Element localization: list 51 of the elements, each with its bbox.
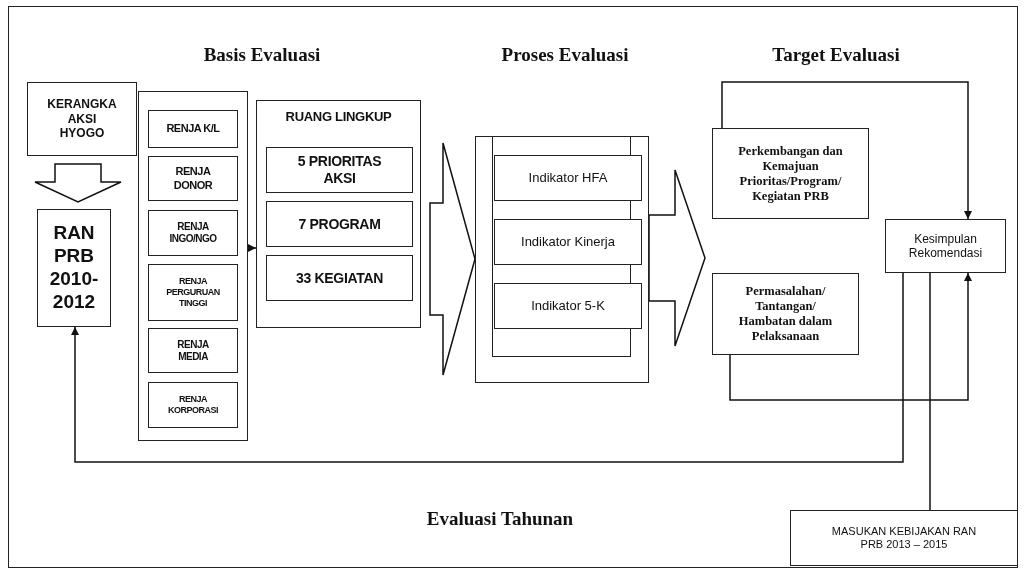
section-heading: Target Evaluasi (772, 44, 900, 66)
process-box (148, 210, 238, 256)
process-box (494, 219, 642, 265)
box-label: Kesimpulan Rekomendasi (907, 231, 984, 261)
box-label: RUANG LINGKUP (285, 109, 392, 125)
connector-arrow (729, 272, 972, 401)
process-box (27, 82, 137, 156)
process-box (790, 510, 1018, 566)
connector-arrow (721, 81, 972, 220)
process-box (37, 209, 111, 327)
section-heading: Basis Evaluasi (203, 44, 321, 66)
process-box (712, 273, 859, 355)
group-box (256, 100, 421, 328)
process-box (712, 128, 869, 219)
box-label: RENJA INGO/NGO (168, 221, 218, 245)
process-box (148, 264, 238, 321)
box-label: 33 KEGIATAN (295, 269, 384, 287)
section-heading: Evaluasi Tahunan (426, 508, 574, 530)
process-box (148, 156, 238, 201)
box-label: Indikator Kinerja (521, 234, 615, 250)
block-arrow (34, 163, 122, 203)
process-box (494, 155, 642, 201)
box-label: 7 PROGRAM (298, 215, 381, 233)
box-label: RAN PRB 2010-2012 (48, 222, 100, 314)
block-arrow (648, 169, 706, 347)
box-label: MASUKAN KEBIJAKAN RAN PRB 2013 – 2015 (831, 524, 977, 552)
box-label: RENJA KORPORASI (168, 394, 218, 416)
process-box (148, 328, 238, 373)
box-label: RENJA DONOR (172, 165, 214, 192)
box-label: Permasalahan/ Tantangan/ Hambatan dalam Pelaksanaan (737, 284, 834, 344)
group-box (475, 136, 649, 383)
box-label: RENJA PERGURUAN TINGGI (165, 276, 221, 309)
block-arrow (429, 142, 476, 376)
process-box (885, 219, 1006, 273)
box-label: Perkembangan dan Kemajuan Prioritas/Program/ Kegiatan PRB (737, 143, 844, 204)
process-box (266, 147, 413, 193)
process-box (494, 283, 642, 329)
box-label: Indikator 5-K (531, 298, 605, 314)
process-box (266, 255, 413, 301)
box-label: Indikator HFA (528, 170, 608, 186)
group-box (138, 91, 248, 441)
box-label: 5 PRIORITAS AKSI (296, 153, 383, 187)
box-label: KERANGKA AKSI HYOGO (46, 97, 118, 141)
process-box (148, 382, 238, 428)
box-label: RENJA K/L (166, 122, 220, 136)
process-box (148, 110, 238, 148)
connector-arrow (247, 244, 257, 252)
connector-arrow (71, 272, 904, 463)
process-box (266, 201, 413, 247)
box-label: RENJA MEDIA (176, 338, 210, 363)
section-heading: Proses Evaluasi (501, 44, 629, 66)
